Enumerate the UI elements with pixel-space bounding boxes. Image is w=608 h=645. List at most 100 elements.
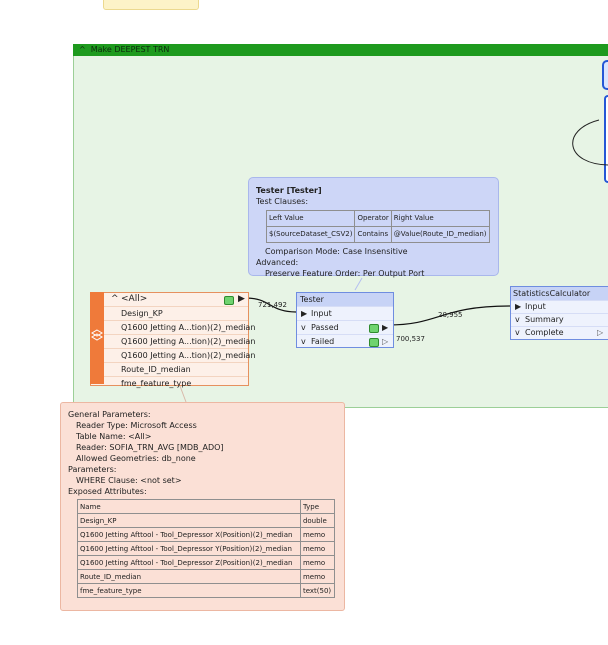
port-arrow-icon[interactable]: ▶ [382,323,389,332]
chevron-down-icon[interactable]: v [515,328,520,337]
partial-transformer[interactable] [602,60,608,90]
input-arrow-icon: ▶ [301,309,308,318]
reader-parameters-annotation[interactable]: General Parameters: Reader Type: Microso… [60,402,345,611]
attr-type: memo [299,569,336,584]
note-preserve-order: Preserve Feature Order: Per Output Port [265,269,425,278]
reader-attribute-row: fme_feature_type [121,379,192,388]
tester-input-port[interactable]: ▶Input [297,306,393,320]
collapse-chevron-icon[interactable]: ^ [79,45,86,54]
inspect-icon[interactable] [224,296,234,305]
port-arrow-icon[interactable]: ▶ [238,294,245,304]
feature-count-reader-tester: 721,492 [258,301,287,309]
attr-type: memo [299,527,336,542]
reader-attribute-row: Q1600 Jetting A...tion)(2)_median [91,335,255,349]
table-row: Design_KP double [77,513,336,528]
table-row: fme_feature_type text(50) [77,583,336,598]
port-arrow-outline-icon[interactable]: ▷ [597,328,604,337]
exposed-header-name: Name [77,499,301,514]
exposed-attributes-table: Name Type Design_KP double Q1600 Jetting… [77,499,336,598]
stats-input-port[interactable]: ▶Input [511,300,608,313]
reader-attribute-row: Route_ID_median [91,363,248,377]
chevron-down-icon[interactable]: v [515,315,520,324]
partial-transformer-2[interactable] [604,95,608,183]
params-parameters: Parameters: [68,465,117,474]
attr-type: text(50) [299,583,336,598]
note-advanced: Advanced: [256,258,299,267]
tester-annotation[interactable]: Tester [Tester] Test Clauses: Left Value… [248,177,499,278]
reader-accent-strip [90,292,104,384]
tester-failed-port[interactable]: v Failed ▷ [297,334,393,348]
params-reader-type: Reader Type: Microsoft Access [76,421,197,430]
attr-name: Q1600 Jetting Afttool - Tool_Depressor Y… [77,541,301,556]
attr-name: fme_feature_type [77,583,301,598]
passed-to-stats-connection[interactable] [387,305,511,326]
stats-complete-label: Complete [525,328,564,337]
port-arrow-outline-icon[interactable]: ▷ [382,337,389,346]
note-title: Tester [Tester] [256,186,322,195]
feature-count-failed: 700,537 [396,335,425,343]
layers-icon [91,329,103,341]
reader-feature-type[interactable]: ^ <All> ▶ Design_KP Q1600 Jetting A...ti… [90,292,255,388]
input-arrow-icon: ▶ [515,302,522,311]
note-comparison-mode: Comparison Mode: Case Insensitive [265,247,408,256]
note-cell-left: $(SourceDataset_CSV2) [265,226,356,243]
inspect-icon[interactable] [369,338,379,347]
exposed-header-type: Type [299,499,336,514]
attr-type: memo [299,555,336,570]
attr-name: Q1600 Jetting Afttool - Tool_Depressor Z… [77,555,301,570]
params-reader: Reader: SOFIA_TRN_AVG [MDB_ADO] [76,443,224,452]
note-link [354,277,363,291]
tester-passed-label: Passed [311,323,339,332]
note-clause-header-row: Left Value Operator Right Value [265,210,490,227]
note-header-right: Right Value [390,210,490,227]
table-row: Q1600 Jetting Afttool - Tool_Depressor X… [77,527,336,542]
table-row: Q1600 Jetting Afttool - Tool_Depressor Y… [77,541,336,556]
note-header-operator: Operator [354,210,392,227]
reader-title: <All> [121,294,148,304]
params-where-clause: WHERE Clause: <not set> [76,476,182,485]
chevron-down-icon[interactable]: v [301,323,306,332]
inspect-icon[interactable] [369,324,379,333]
params-link [179,385,187,403]
note-clause-table: Left Value Operator Right Value $(Source… [265,210,490,243]
reader-to-tester-connection[interactable] [245,297,297,313]
note-test-clauses: Test Clauses: [256,197,309,206]
tester-failed-label: Failed [311,337,335,346]
note-header-left: Left Value [265,210,356,227]
feature-count-passed: 20,955 [438,311,463,319]
collapse-chevron-icon[interactable]: ^ [111,294,119,304]
tester-passed-port[interactable]: v Passed ▶ [297,320,393,334]
reader-attribute-row: Design_KP [91,307,248,321]
annotation-partial [103,0,199,10]
tester-input-label: Input [311,309,332,318]
params-table-name: Table Name: <All> [76,432,152,441]
attr-type: double [299,513,336,528]
stats-input-label: Input [525,302,546,311]
note-cell-right: @Value(Route_ID_median) [390,226,490,243]
reader-attribute-row: Q1600 Jetting A...tion)(2)_median [91,349,255,363]
note-cell-operator: Contains [354,226,392,243]
stats-complete-port[interactable]: v Complete ▷ [511,326,608,339]
params-general: General Parameters: [68,410,151,419]
attr-name: Route_ID_median [77,569,301,584]
partial-connection [572,119,608,166]
note-clause-row: $(SourceDataset_CSV2) Contains @Value(Ro… [265,226,490,243]
attr-name: Design_KP [77,513,301,528]
stats-title: StatisticsCalculator [511,287,608,300]
reader-attribute-row: Q1600 Jetting A...tion)(2)_median [91,321,255,335]
table-row: Route_ID_median memo [77,569,336,584]
attr-name: Q1600 Jetting Afttool - Tool_Depressor X… [77,527,301,542]
tester-title: Tester [297,293,393,306]
table-row: Q1600 Jetting Afttool - Tool_Depressor Z… [77,555,336,570]
stats-summary-label: Summary [525,315,564,324]
chevron-down-icon[interactable]: v [301,337,306,346]
exposed-header-row: Name Type [77,499,336,514]
params-allowed-geometries: Allowed Geometries: db_none [76,454,196,463]
attr-type: memo [299,541,336,556]
bookmark-header[interactable]: ^Make DEEPEST TRN [73,44,608,56]
reader-title-row[interactable]: ^ <All> ▶ [91,293,248,307]
stats-summary-port[interactable]: v Summary [511,313,608,326]
